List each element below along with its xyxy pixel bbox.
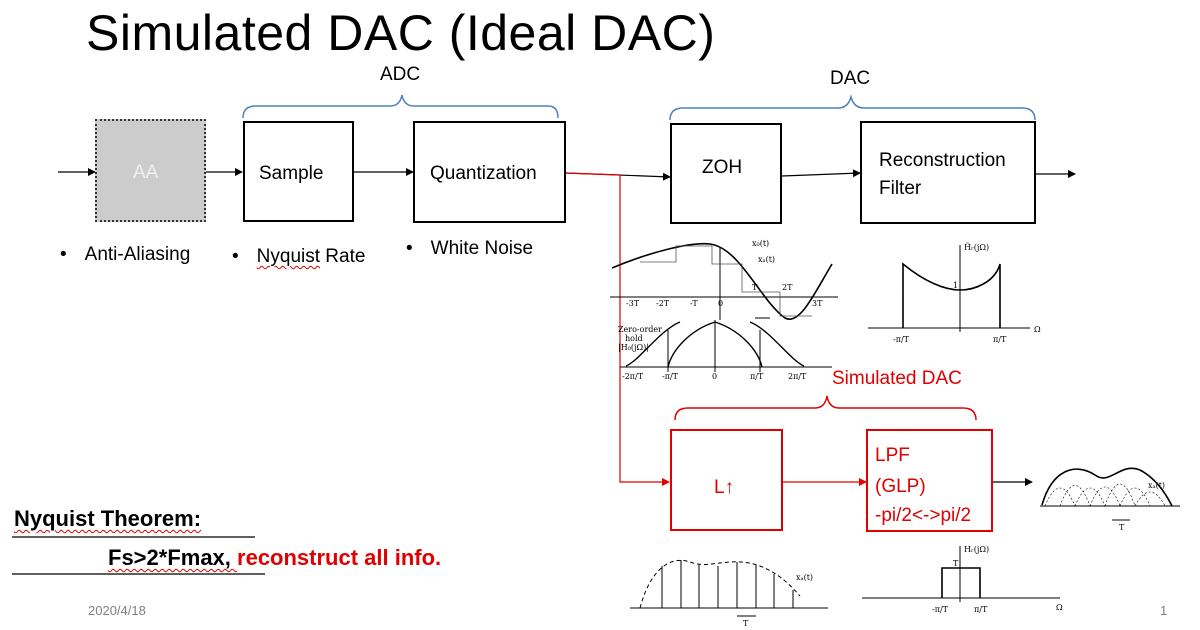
aa-block[interactable]: AA <box>95 119 206 222</box>
svg-text:-π/T: -π/T <box>893 335 910 344</box>
zoh-to-recon-arrow <box>781 169 861 178</box>
dac-brace <box>669 94 1036 121</box>
output-sketch <box>1040 467 1180 521</box>
bullet-dot: • <box>406 238 413 259</box>
recon-freq-labels: H̃ᵣ(jΩ) 1 -π/T π/T Ω <box>893 243 1041 344</box>
svg-text:xₐ(t): xₐ(t) <box>1148 481 1165 490</box>
aa-block-label: AA <box>133 162 159 183</box>
svg-text:-2π/T: -2π/T <box>622 372 644 381</box>
svg-text:0: 0 <box>712 372 717 381</box>
svg-text:x₀(t): x₀(t) <box>752 239 769 248</box>
quantization-block[interactable]: Quantization <box>413 121 566 223</box>
zoh-freq-sketch <box>620 320 832 372</box>
reconstruction-label-line1: Reconstruction <box>879 150 1006 171</box>
svg-text:xₐ(t): xₐ(t) <box>796 573 813 582</box>
svg-text:π/T: π/T <box>993 335 1007 344</box>
svg-text:Ω: Ω <box>1056 603 1063 612</box>
upsample-block-label: L↑ <box>714 477 735 498</box>
sample-block-label: Sample <box>259 163 324 184</box>
recon-freq-sketch <box>868 245 1030 332</box>
output-sketch-labels: xₐ(t) T <box>1119 481 1165 532</box>
bullet-rate-word: Rate <box>320 246 366 267</box>
lpf-label-line2: (GLP) <box>875 476 926 497</box>
upsample-block[interactable]: L↑ <box>670 429 783 531</box>
svg-text:-2T: -2T <box>656 299 670 308</box>
svg-text:-3T: -3T <box>626 299 640 308</box>
bullet-dot: • <box>60 244 67 265</box>
reconstruction-filter-block[interactable]: Reconstruction Filter <box>860 121 1036 224</box>
impulse-sketch-labels: xₐ(t) T <box>743 573 813 628</box>
svg-text:Ω: Ω <box>1034 325 1041 334</box>
svg-text:H̃ᵣ(jΩ): H̃ᵣ(jΩ) <box>964 243 989 252</box>
simulated-dac-brace <box>674 395 977 421</box>
svg-text:1: 1 <box>953 281 958 290</box>
svg-text:-T: -T <box>690 299 698 308</box>
bullet-anti-aliasing-text: Anti-Aliasing <box>84 244 191 265</box>
bullet-nyquist-rate: • Nyquist Rate <box>232 246 365 268</box>
svg-text:T: T <box>953 559 959 568</box>
simulated-dac-label: Simulated DAC <box>832 368 962 389</box>
zoh-block[interactable]: ZOH <box>670 123 782 224</box>
svg-text:Hᵣ(jΩ): Hᵣ(jΩ) <box>964 545 989 554</box>
footer-date: 2020/4/18 <box>88 603 146 618</box>
svg-text:T: T <box>743 619 749 628</box>
svg-text:π/T: π/T <box>750 372 764 381</box>
svg-text:|H₀(jΩ)|: |H₀(jΩ)| <box>618 343 649 352</box>
theorem-heading-text: Nyquist Theorem: <box>14 506 202 531</box>
svg-text:2T: 2T <box>782 283 793 292</box>
page-title: Simulated DAC (Ideal DAC) <box>86 5 716 61</box>
bullet-white-noise-text: White Noise <box>430 238 534 259</box>
svg-text:xₐ(t): xₐ(t) <box>758 255 775 264</box>
lpf-block[interactable]: LPF (GLP) -pi/2<->pi/2 <box>866 429 993 532</box>
bullet-white-noise: • White Noise <box>406 238 533 260</box>
lpf-label-line1: LPF <box>875 445 910 466</box>
bullet-anti-aliasing: • Anti-Aliasing <box>60 244 190 266</box>
lpf-freq-sketch <box>862 546 1060 602</box>
svg-text:-π/T: -π/T <box>662 372 679 381</box>
quantization-block-label: Quantization <box>430 163 537 184</box>
svg-text:T: T <box>1119 523 1125 532</box>
impulse-sketch <box>630 559 828 617</box>
svg-text:-π/T: -π/T <box>932 605 949 614</box>
svg-text:Zero-order: Zero-order <box>618 325 662 334</box>
theorem-statement: Fs>2*Fmax, reconstruct all info. <box>108 545 441 571</box>
sample-block[interactable]: Sample <box>243 121 354 222</box>
bullet-dot: • <box>232 246 239 267</box>
bullet-nyquist-word: Nyquist <box>256 246 321 267</box>
svg-text:2π/T: 2π/T <box>788 372 807 381</box>
lpf-freq-labels: Hᵣ(jΩ) T -π/T π/T Ω <box>932 545 1063 614</box>
theorem-highlight: reconstruct all info. <box>237 545 442 570</box>
svg-text:hold: hold <box>625 334 643 343</box>
zoh-time-sketch <box>610 242 838 320</box>
dac-label: DAC <box>830 68 871 89</box>
zoh-time-ticks: -3T -2T -T 0 T 2T 3T x₀(t) xₐ(t) <box>626 239 823 308</box>
zoh-block-label: ZOH <box>702 157 743 178</box>
svg-text:T: T <box>752 283 758 292</box>
footer-page-number: 1 <box>1160 603 1168 618</box>
svg-text:3T: 3T <box>812 299 823 308</box>
svg-text:π/T: π/T <box>974 605 988 614</box>
theorem-condition: Fs>2*Fmax, <box>108 545 238 570</box>
theorem-heading: Nyquist Theorem: <box>14 506 201 532</box>
adc-brace <box>242 94 559 119</box>
svg-text:0: 0 <box>718 299 723 308</box>
zoh-freq-labels: Zero-order hold |H₀(jΩ)| -2π/T -π/T 0 π/… <box>618 325 807 381</box>
lpf-label-line3: -pi/2<->pi/2 <box>875 505 972 526</box>
adc-label: ADC <box>380 64 421 85</box>
simulated-path-line <box>565 172 670 486</box>
reconstruction-label-line2: Filter <box>879 178 922 199</box>
